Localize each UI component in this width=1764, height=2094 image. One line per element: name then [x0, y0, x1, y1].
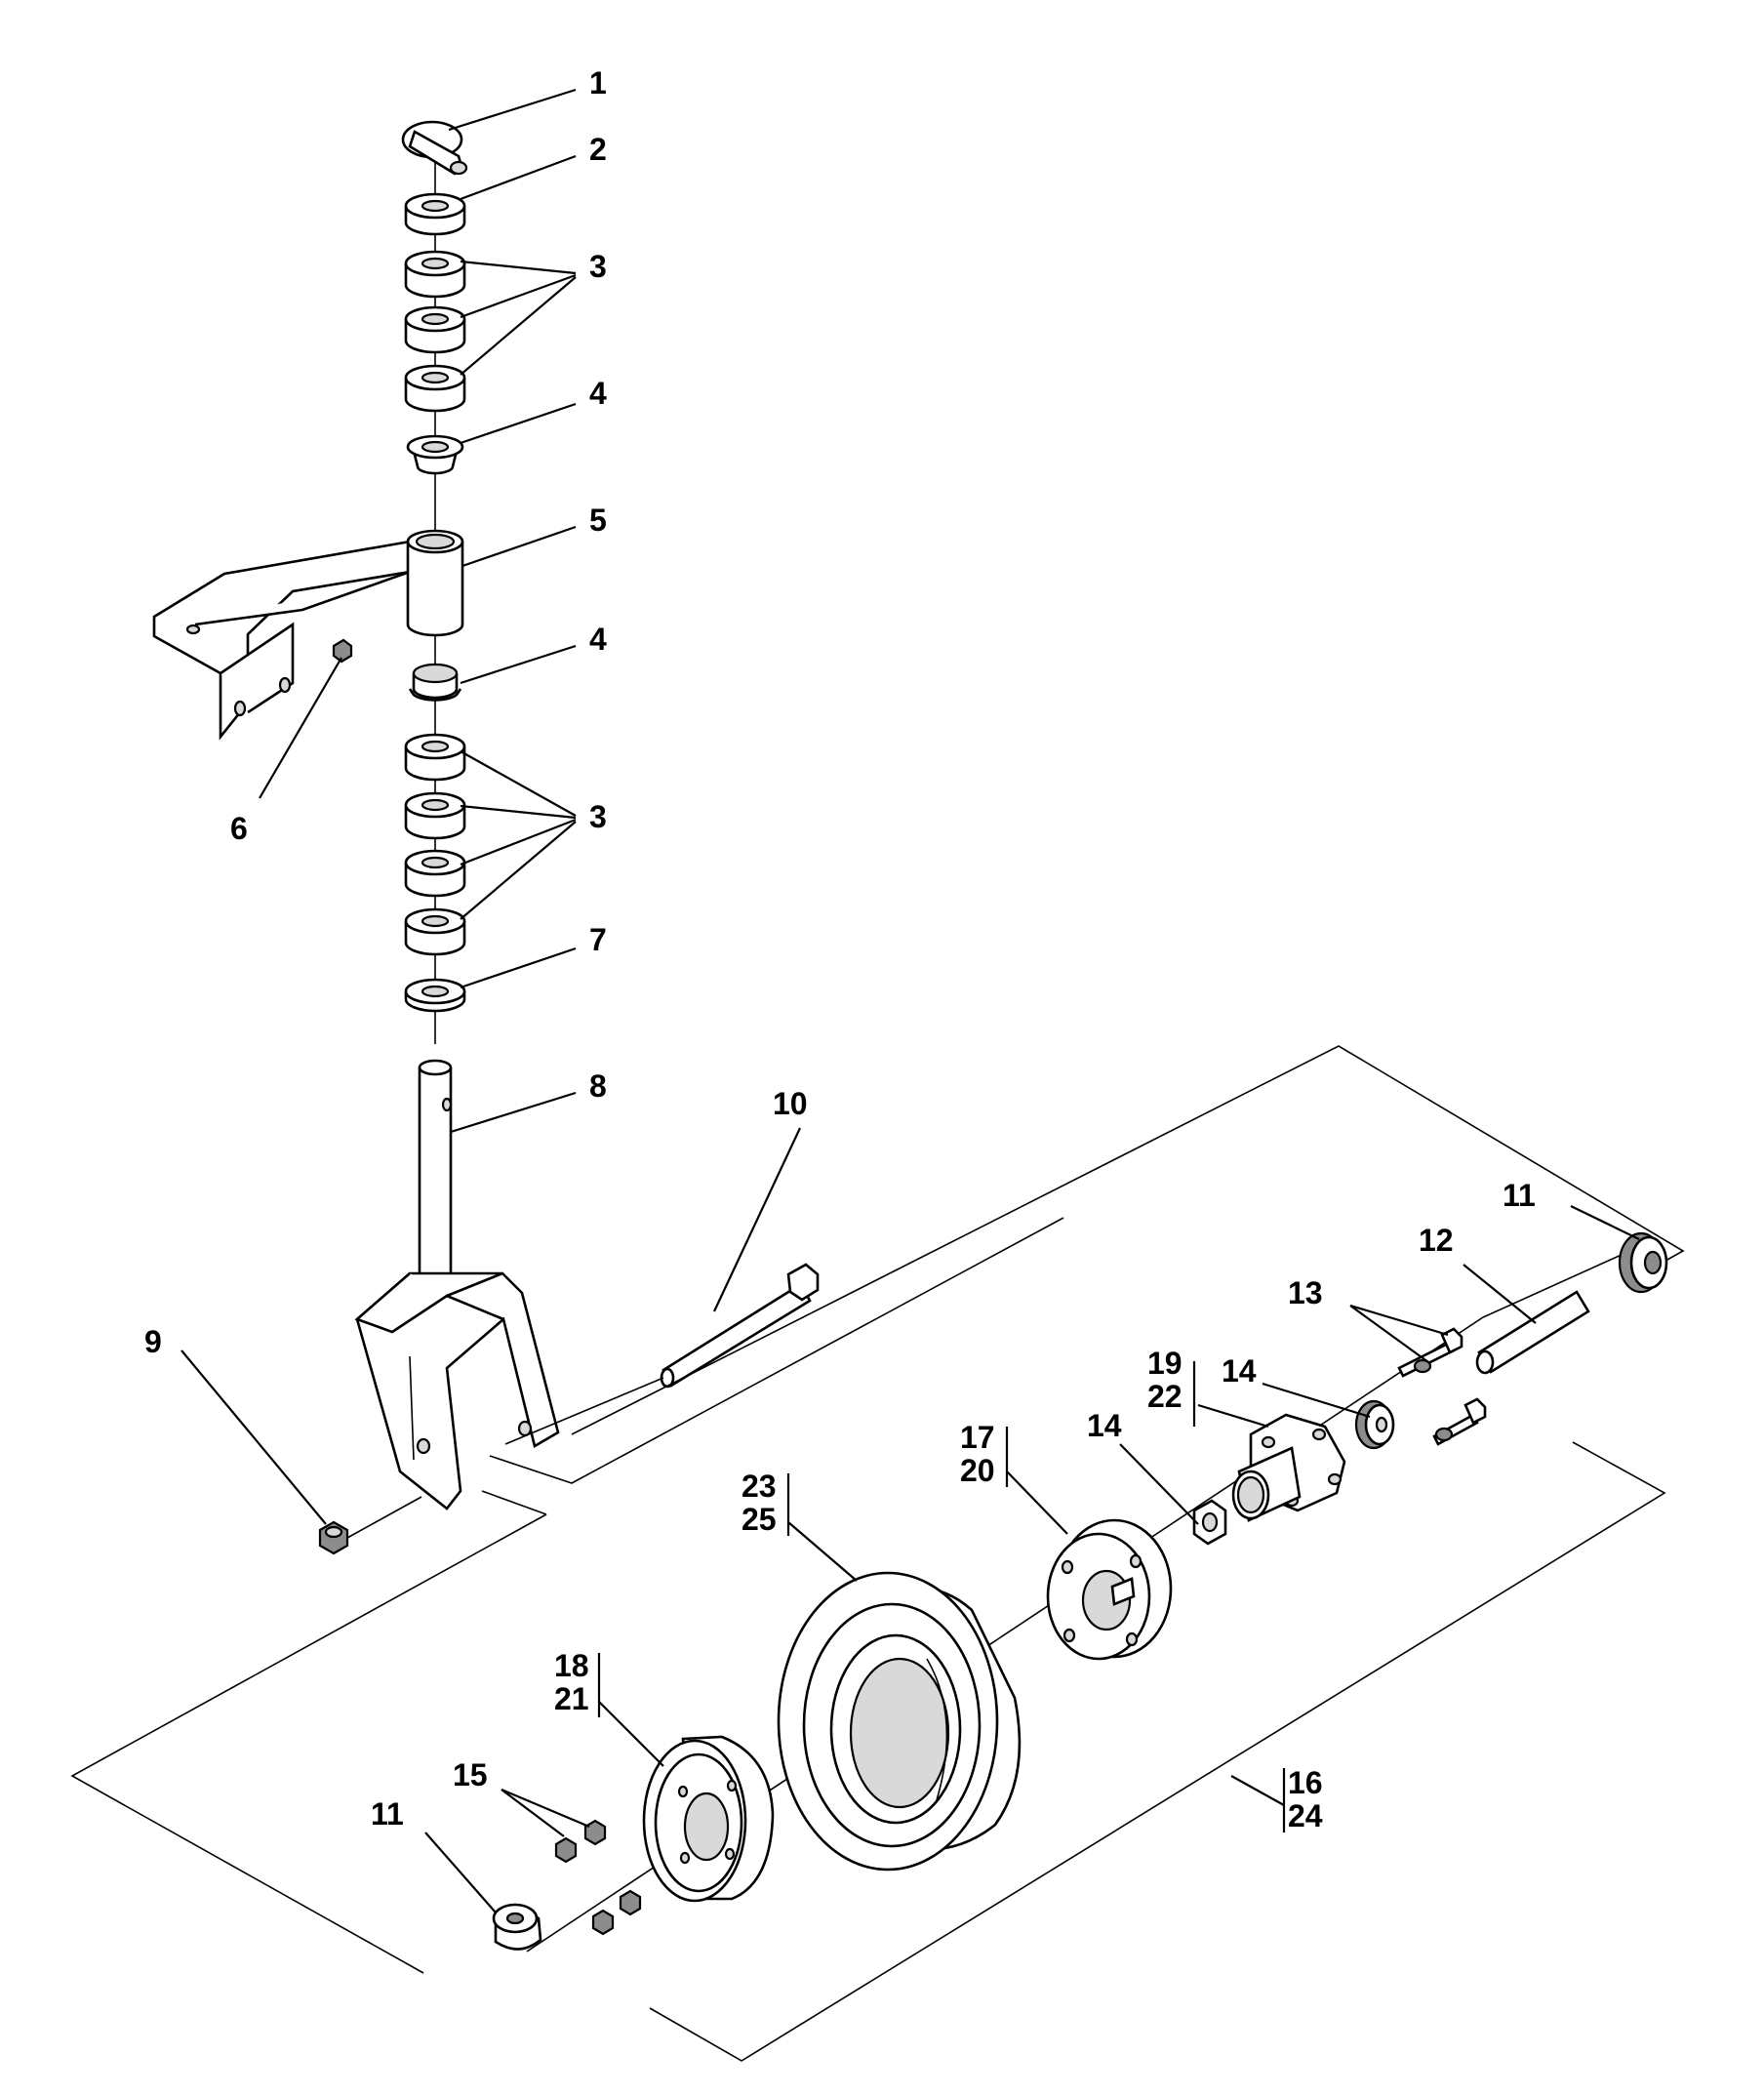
- part-12-spacer-tube: [1475, 1290, 1590, 1375]
- part-11-seal-left: [492, 1903, 542, 1951]
- callout-3-lower: 3: [589, 799, 607, 834]
- part-17-wheel-half-rear: [1046, 1518, 1173, 1661]
- callout-16: 16: [1288, 1765, 1323, 1800]
- part-14-spacer-left: [1192, 1499, 1227, 1546]
- callout-24: 24: [1288, 1798, 1323, 1833]
- part-10-axle-bolt: [660, 1263, 820, 1389]
- callout-6: 6: [230, 811, 248, 846]
- wheel-assembly-outline-right: [649, 1441, 1666, 2062]
- part-18-wheel-half-front: [642, 1735, 775, 1903]
- part-3-spacers-lower: [404, 733, 466, 956]
- callout-20: 20: [960, 1453, 995, 1488]
- fork-assembly-outline-2: [489, 1217, 1064, 1484]
- callout-bars: [597, 1361, 1286, 1832]
- part-7-thrust-washer: [404, 978, 466, 1013]
- part-23-tire: [777, 1571, 1022, 1872]
- part-13-bolts: [1397, 1327, 1487, 1446]
- callout-13: 13: [1288, 1275, 1323, 1310]
- callout-labels: 1 2 3 4 5 4 6 3 7 8 9 10 11 12 13 14 19 …: [144, 65, 1536, 1833]
- callout-3-upper: 3: [589, 249, 607, 284]
- callout-9: 9: [144, 1324, 162, 1359]
- callout-17: 17: [960, 1420, 995, 1455]
- callout-11-left: 11: [371, 1796, 404, 1832]
- callout-14-left: 14: [1087, 1408, 1122, 1443]
- callout-7: 7: [589, 922, 607, 957]
- callout-12: 12: [1419, 1223, 1454, 1258]
- part-3-spacers-upper: [404, 250, 466, 413]
- callout-10: 10: [773, 1086, 808, 1121]
- part-4-bushing-upper: [406, 434, 464, 475]
- part-4-bushing-lower: [408, 663, 462, 702]
- fork-assembly-outline: [571, 1045, 1685, 1435]
- axis-fork-left: [346, 1496, 422, 1539]
- callout-15: 15: [453, 1757, 488, 1792]
- part-14-spacer-right: [1354, 1399, 1395, 1450]
- part-1-lynch-pin: [401, 120, 468, 176]
- part-6-grease-fitting: [332, 638, 353, 664]
- callout-8: 8: [589, 1068, 607, 1104]
- callout-19: 19: [1147, 1346, 1183, 1381]
- part-2-washer: [404, 192, 466, 236]
- axle-axis-line-3: [1482, 1253, 1624, 1318]
- wheel-assembly-outline-left: [70, 1490, 547, 1974]
- part-5-caster-mount: [152, 529, 464, 741]
- callout-18: 18: [554, 1648, 589, 1683]
- leader-lines: [180, 88, 1640, 1913]
- part-19-hub: [1231, 1413, 1346, 1522]
- callout-23: 23: [742, 1469, 777, 1504]
- callout-4-upper: 4: [589, 376, 607, 411]
- part-15-nuts: [554, 1819, 642, 1936]
- callout-22: 22: [1147, 1379, 1183, 1414]
- callout-21: 21: [554, 1681, 589, 1716]
- axle-axis-line: [504, 1377, 664, 1445]
- part-11-seal-right: [1618, 1231, 1668, 1294]
- callout-2: 2: [589, 132, 607, 167]
- callout-14-right: 14: [1222, 1353, 1257, 1389]
- part-9-lock-nut: [318, 1520, 349, 1555]
- callout-25: 25: [742, 1502, 777, 1537]
- part-8-caster-fork: [354, 1059, 560, 1510]
- callout-4-lower: 4: [589, 622, 607, 657]
- callout-11-right: 11: [1503, 1178, 1536, 1213]
- callout-1: 1: [589, 65, 607, 101]
- callout-5: 5: [589, 503, 607, 538]
